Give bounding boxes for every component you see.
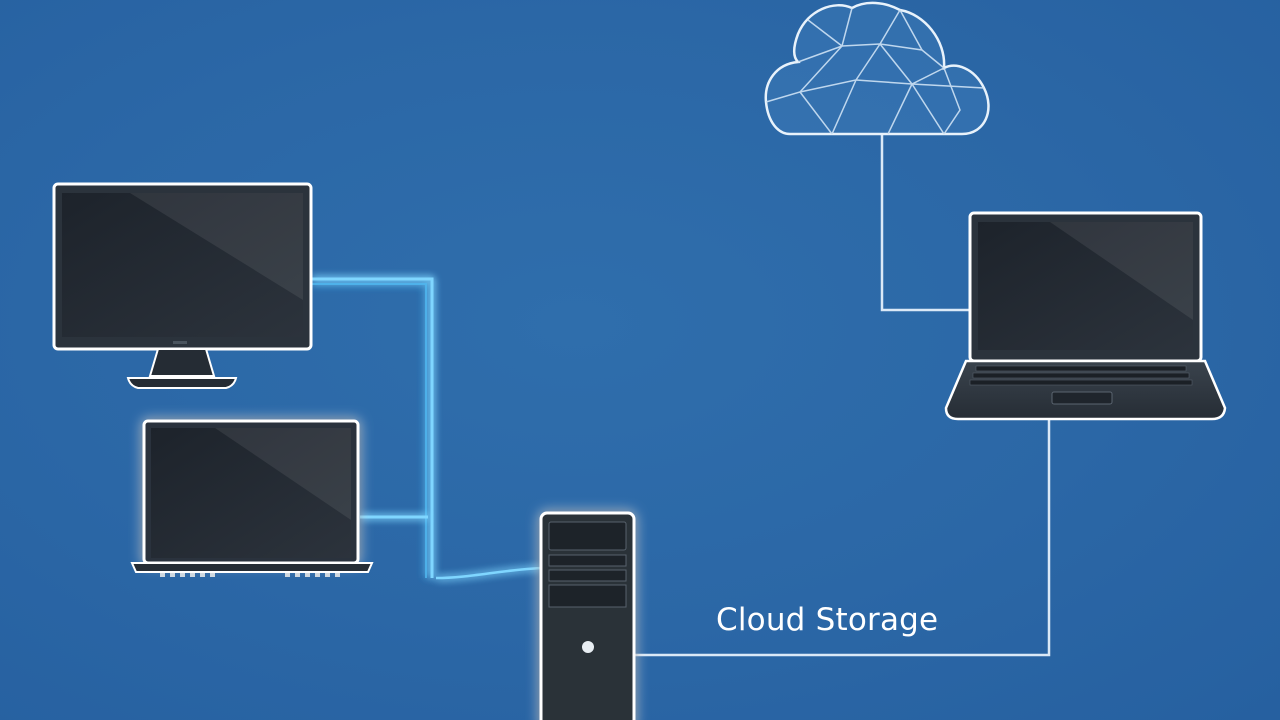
connection-laptop-to-server-right (634, 418, 1051, 657)
cloud-storage-label: Cloud Storage (716, 602, 939, 638)
connection-cloud-to-laptop (880, 134, 970, 312)
monitor-icon (52, 182, 313, 389)
connection-laptop-to-server (360, 515, 543, 580)
server-tower-icon (539, 511, 636, 720)
connection-monitor-to-server (312, 277, 434, 578)
cloud-icon (764, 1, 990, 136)
laptop-icon-right (944, 211, 1227, 421)
laptop-icon-left (130, 419, 374, 577)
